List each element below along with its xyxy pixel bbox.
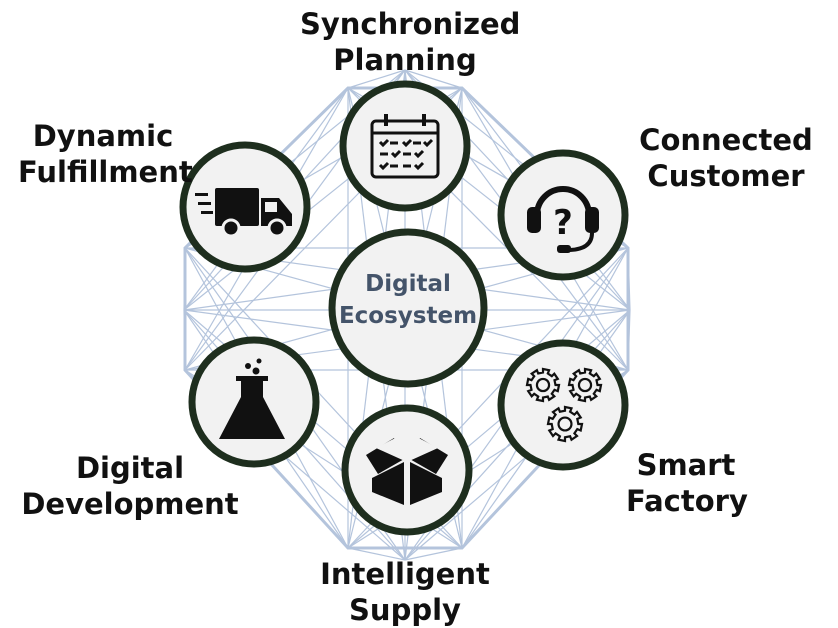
label-dynamic-fulfillment: Dynamic Fulfillment	[18, 118, 193, 190]
label-smart-factory-line1: Smart	[636, 448, 736, 482]
center-label-line2: Ecosystem	[338, 303, 478, 329]
label-intelligent-supply: Intelligent Supply	[315, 556, 495, 628]
label-connected-customer-line2: Customer	[647, 159, 805, 193]
mesh-line	[404, 69, 463, 89]
node-smart-factory	[497, 339, 629, 471]
mesh-line	[347, 547, 406, 561]
label-intelligent-supply-line2: Supply	[349, 593, 461, 627]
mesh-outline	[183, 86, 630, 550]
label-smart-factory: Smart Factory	[626, 447, 748, 519]
gear-hub	[535, 377, 551, 393]
label-dynamic-fulfillment-line2: Fulfillment	[18, 155, 193, 189]
svg-text:?: ?	[553, 203, 573, 243]
label-connected-customer: Connected Customer	[626, 122, 826, 194]
label-synchronized-planning-line1: Synchronized	[300, 7, 521, 41]
label-digital-development: Digital Development	[20, 450, 240, 522]
delivery-truck-icon	[195, 188, 292, 238]
label-synchronized-planning-line2: Planning	[333, 43, 477, 77]
center-label: Digital Ecosystem	[330, 268, 486, 332]
gears-icon	[525, 367, 603, 443]
node-dynamic-fulfillment	[179, 141, 311, 273]
label-dynamic-fulfillment-line1: Dynamic	[32, 119, 174, 153]
gear-hub	[557, 416, 573, 432]
label-smart-factory-line2: Factory	[626, 484, 748, 518]
open-box-icon	[366, 432, 448, 505]
node-connected-customer: ?	[497, 149, 629, 281]
node-digital-development	[188, 336, 320, 468]
headset-question-icon: ?	[527, 186, 599, 253]
label-digital-development-line2: Development	[21, 487, 239, 521]
center-node	[328, 228, 488, 388]
label-intelligent-supply-line1: Intelligent	[320, 557, 490, 591]
mesh-line	[347, 69, 406, 89]
node-synchronized-planning	[339, 80, 471, 212]
flask-icon	[219, 358, 285, 439]
gear-icon	[546, 405, 584, 443]
gear-icon	[525, 367, 561, 403]
gear-icon	[567, 367, 603, 403]
node-intelligent-supply	[341, 404, 473, 536]
mesh-line	[404, 547, 463, 561]
center-label-line1: Digital	[365, 271, 451, 297]
calendar-checklist-icon	[370, 114, 440, 179]
label-connected-customer-line1: Connected	[639, 123, 813, 157]
label-digital-development-line1: Digital	[75, 451, 185, 485]
label-synchronized-planning: Synchronized Planning	[300, 6, 521, 78]
gear-hub	[577, 377, 593, 393]
